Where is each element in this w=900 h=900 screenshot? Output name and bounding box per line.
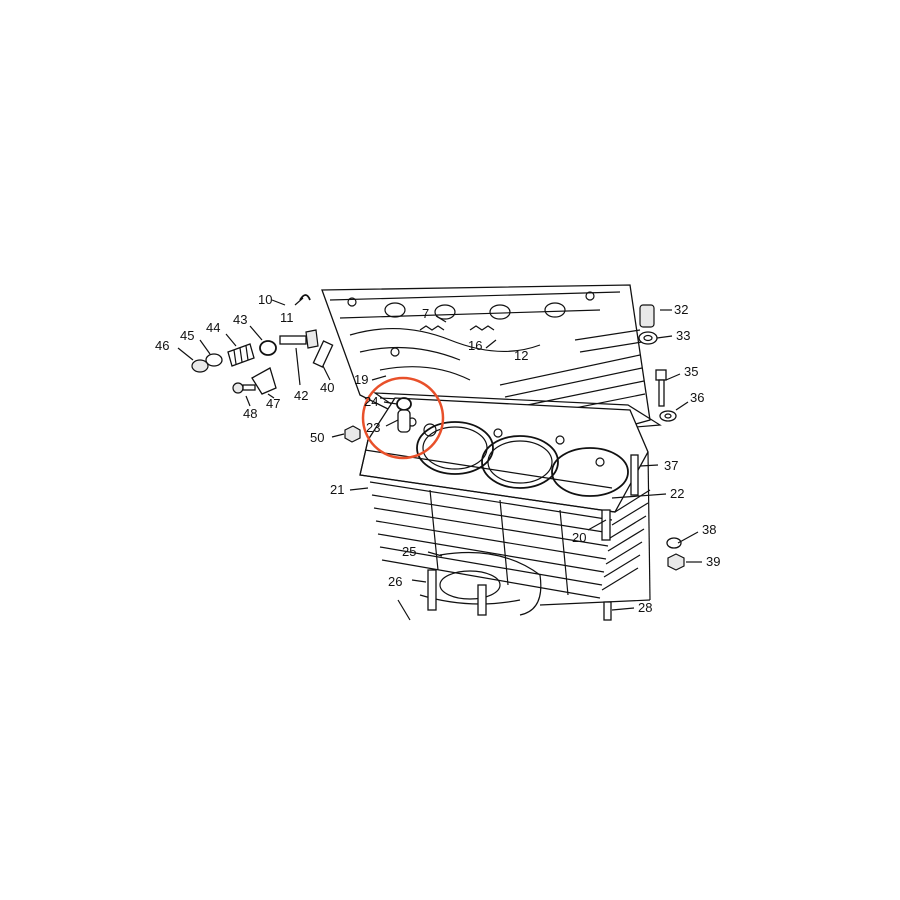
part-23-dowel xyxy=(397,409,411,433)
leader-lines xyxy=(177,297,702,611)
callout-38: 38 xyxy=(702,522,716,537)
callout-33: 33 xyxy=(676,328,690,343)
part-36-washer xyxy=(659,410,677,422)
callout-21: 21 xyxy=(330,482,344,497)
part-38-washer xyxy=(666,537,682,549)
callout-labels: 10 11 7 16 12 32 33 35 36 37 22 38 39 28… xyxy=(155,292,720,615)
callout-37: 37 xyxy=(664,458,678,473)
part-40-stud xyxy=(312,340,334,368)
callout-39: 39 xyxy=(706,554,720,569)
callout-23: 23 xyxy=(366,420,380,435)
callout-32: 32 xyxy=(674,302,688,317)
callout-25: 25 xyxy=(402,544,416,559)
part-45-nut xyxy=(205,353,223,367)
callout-28: 28 xyxy=(638,600,652,615)
callout-22: 22 xyxy=(670,486,684,501)
callout-16: 16 xyxy=(468,338,482,353)
callout-36: 36 xyxy=(690,390,704,405)
part-35-bolt xyxy=(655,369,667,407)
part-39-nut xyxy=(667,553,685,571)
callout-43: 43 xyxy=(233,312,247,327)
part-47-bracket xyxy=(251,367,277,395)
callout-47: 47 xyxy=(266,396,280,411)
callout-44: 44 xyxy=(206,320,220,335)
callout-45: 45 xyxy=(180,328,194,343)
part-48-bolt xyxy=(232,382,256,394)
part-33-washer xyxy=(638,331,658,345)
callout-7: 7 xyxy=(422,306,429,321)
callout-40: 40 xyxy=(320,380,334,395)
part-46-cap xyxy=(191,359,209,373)
callout-50: 50 xyxy=(310,430,324,445)
part-11-clip xyxy=(299,294,311,301)
callout-48: 48 xyxy=(243,406,257,421)
part-32-bolt xyxy=(639,304,655,328)
callout-35: 35 xyxy=(684,364,698,379)
part-42-bolt xyxy=(279,329,319,349)
callout-20: 20 xyxy=(572,530,586,545)
callout-12: 12 xyxy=(514,348,528,363)
part-50-plug xyxy=(344,425,361,443)
callout-46: 46 xyxy=(155,338,169,353)
part-43-oring xyxy=(259,340,277,356)
highlight-circle xyxy=(361,376,445,460)
base-gasket xyxy=(419,551,542,616)
part-44-fitting xyxy=(227,343,255,367)
callout-42: 42 xyxy=(294,388,308,403)
callout-11: 11 xyxy=(280,310,294,325)
lower-studs xyxy=(427,454,639,621)
cylinder-block xyxy=(359,397,651,621)
callout-19: 19 xyxy=(354,372,368,387)
callout-24: 24 xyxy=(364,394,378,409)
callout-26: 26 xyxy=(388,574,402,589)
callout-10: 10 xyxy=(258,292,272,307)
